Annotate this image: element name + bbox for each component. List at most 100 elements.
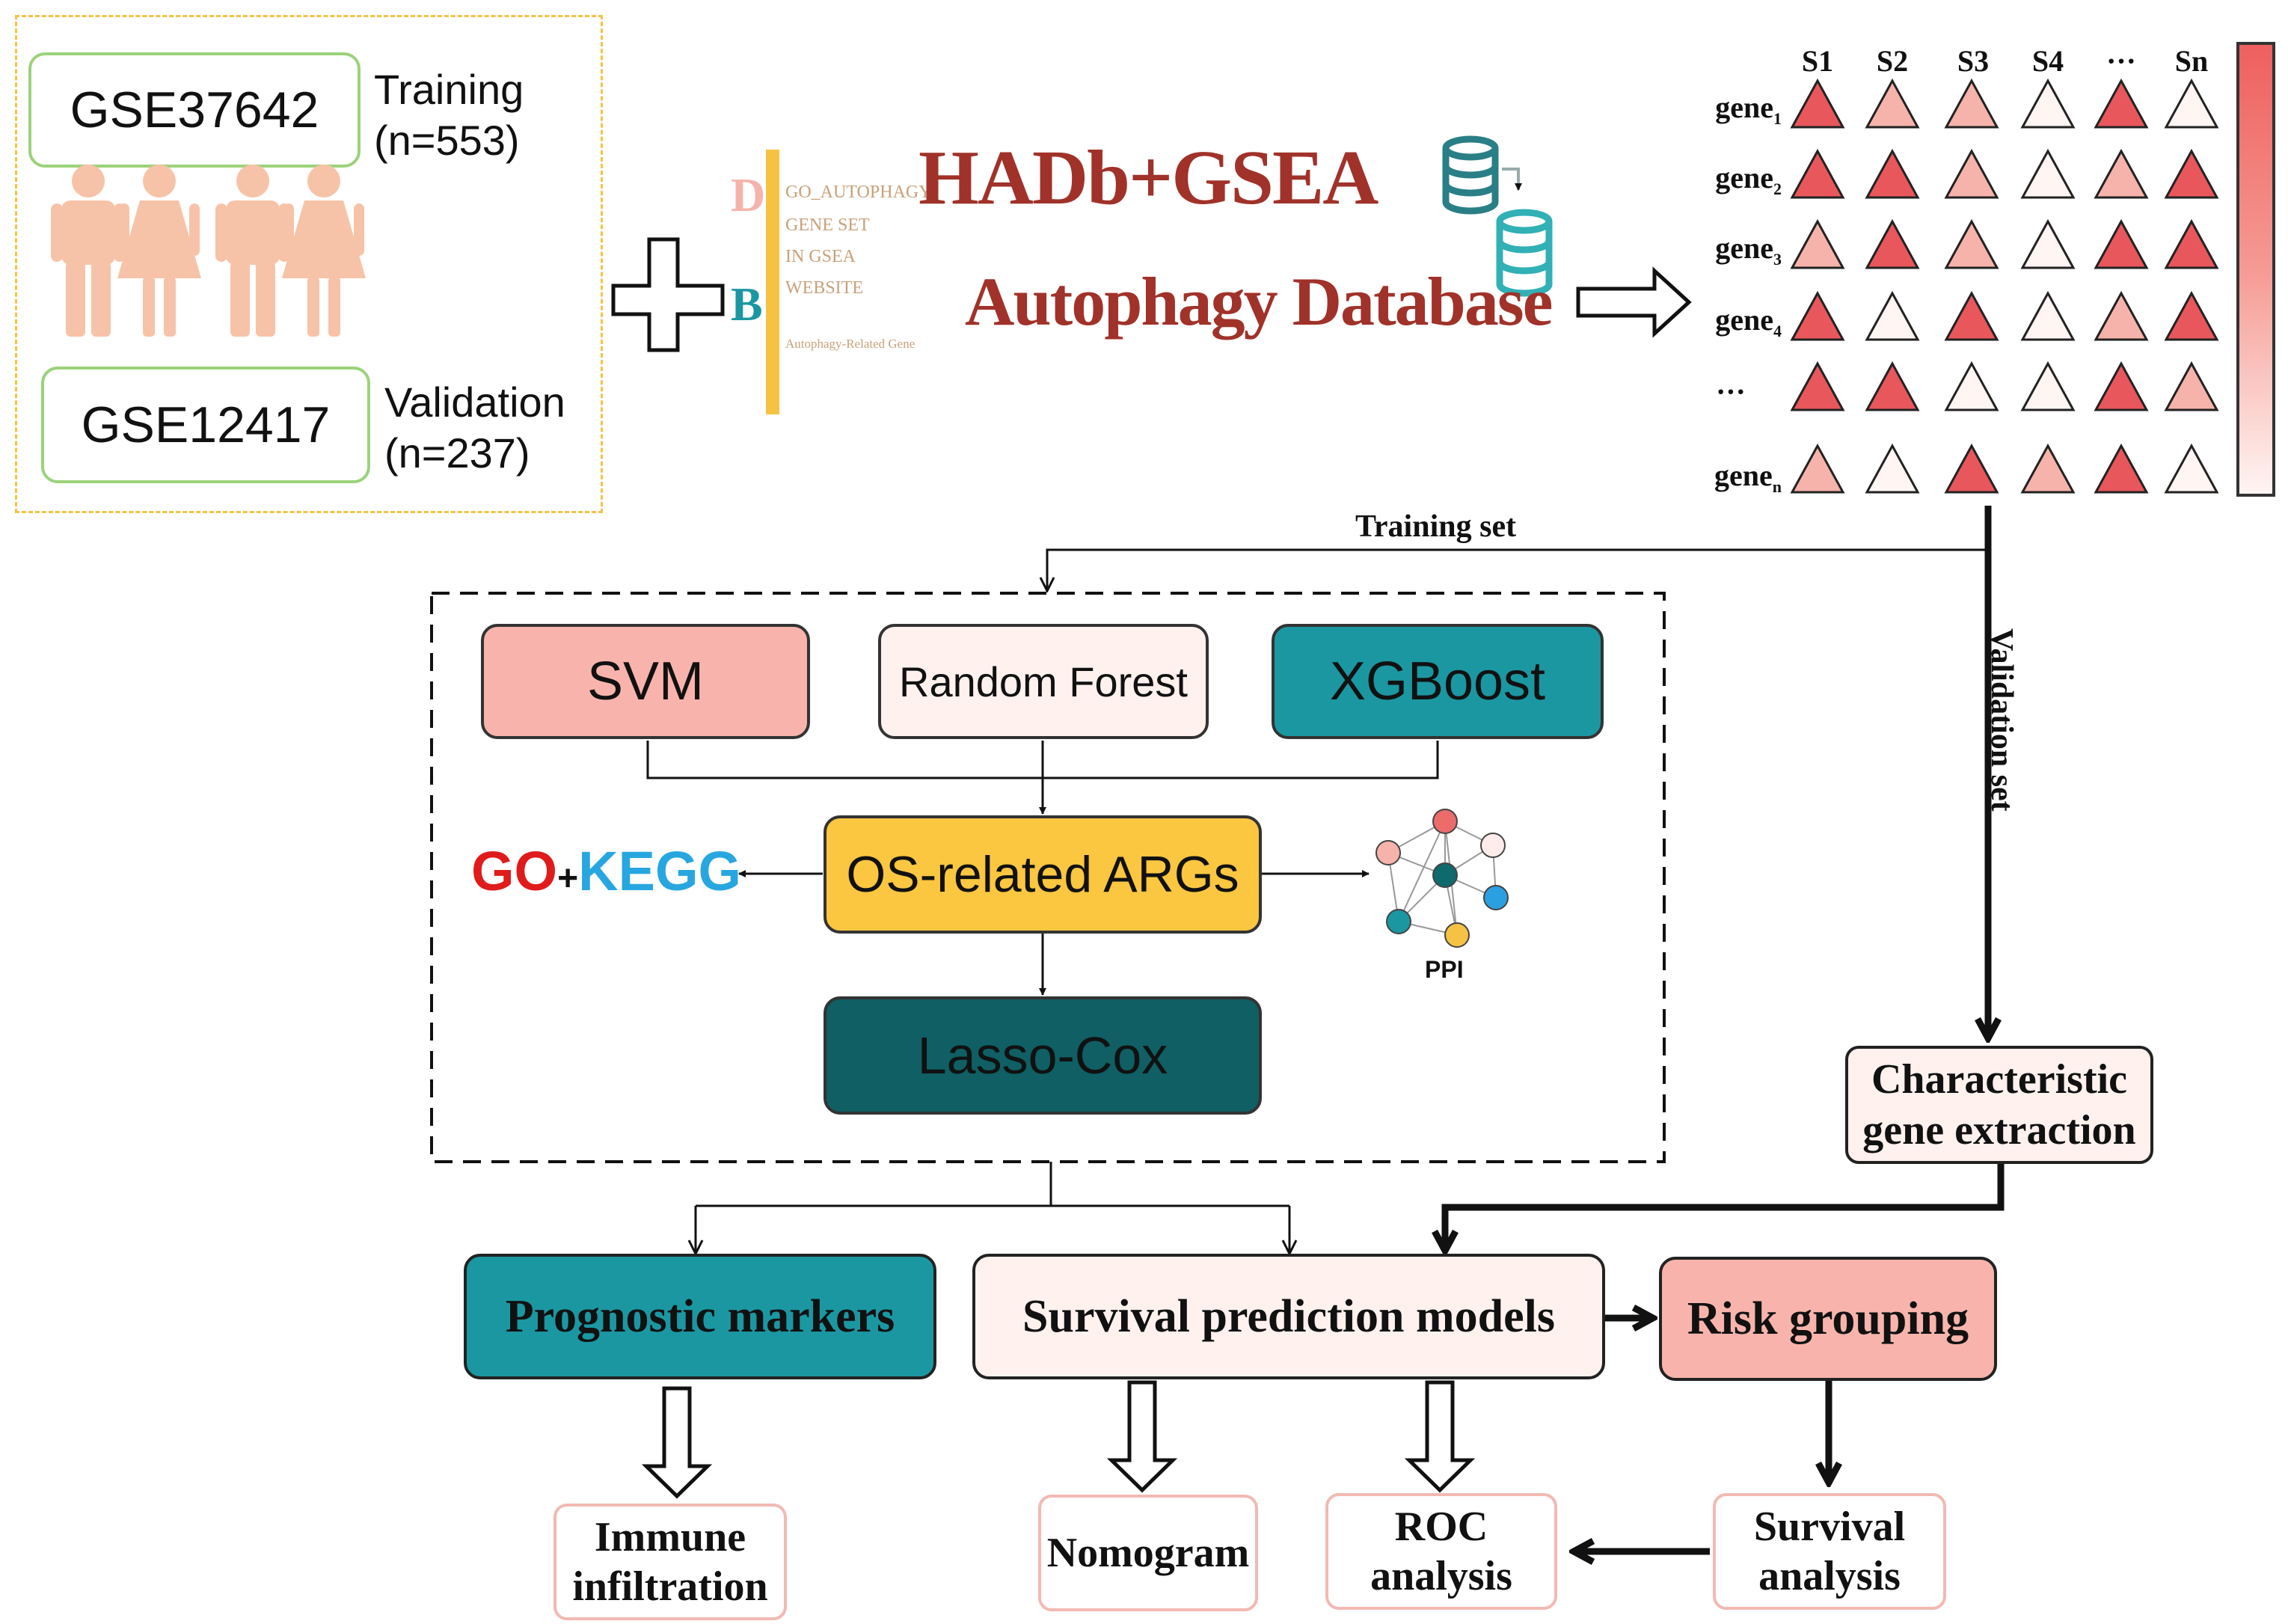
gene-label: gene4 <box>1715 303 1782 340</box>
plus-label: + <box>557 859 579 898</box>
heatmap-triangle <box>2164 361 2219 411</box>
survival-analysis-line-1: Survival <box>1753 1504 1906 1550</box>
heatmap-triangle <box>1865 148 1920 199</box>
survival-models-label: Survival prediction models <box>1022 1290 1555 1342</box>
heatmap-triangle <box>1944 78 1999 129</box>
model-panel <box>430 592 1666 1163</box>
validation-label: Validation (n=237) <box>384 377 565 479</box>
gene-label: ··· <box>1715 375 1746 408</box>
heatmap-triangle <box>2164 290 2219 341</box>
database-line-2: GENE SET <box>785 215 870 235</box>
plus-icon <box>611 237 725 352</box>
heatmap-triangle <box>2020 148 2076 199</box>
heatmap-triangle <box>2020 361 2076 411</box>
characteristic-line-1: Characteristic <box>1871 1056 2128 1103</box>
heatmap-grid <box>1790 78 2219 494</box>
nomogram-label: Nomogram <box>1046 1530 1250 1576</box>
training-count: (n=553) <box>374 117 520 164</box>
heatmap-triangle <box>1790 148 1845 199</box>
panel-split-line <box>696 1162 1289 1207</box>
go-label: GO <box>471 840 558 902</box>
random-forest-box: Random Forest <box>878 624 1209 739</box>
ppi-network-icon <box>1375 809 1509 948</box>
database-divider-bar <box>766 150 779 414</box>
heatmap-triangle <box>1944 218 1999 269</box>
gene-label: gene3 <box>1715 231 1782 269</box>
heatmap-triangle <box>1790 218 1845 269</box>
heatmap-triangle <box>2164 78 2219 129</box>
training-dataset-id: GSE37642 <box>70 82 319 138</box>
xgboost-box: XGBoost <box>1272 624 1604 739</box>
survival-analysis-line-2: analysis <box>1758 1553 1901 1599</box>
training-dataset-box: GSE37642 <box>28 52 361 168</box>
roc-line-2: analysis <box>1370 1553 1512 1599</box>
database-letter-d: D <box>731 168 766 221</box>
survival-analysis-box: Survival analysis <box>1713 1493 1946 1610</box>
heatmap-triangle <box>1944 148 1999 199</box>
validation-role: Validation <box>384 379 565 426</box>
heatmap-triangle <box>2164 443 2219 494</box>
heatmap-triangle <box>2094 218 2149 269</box>
heatmap-triangle <box>2020 290 2076 341</box>
heatmap-triangle <box>1865 443 1920 494</box>
heatmap-triangle <box>1944 443 1999 494</box>
hollow-arrow-right <box>1576 266 1692 338</box>
heatmap-triangle <box>2094 148 2149 199</box>
sample-label: S3 <box>1957 44 1990 78</box>
heatmap-triangle <box>1944 361 1999 411</box>
roc-analysis-box: ROC analysis <box>1325 1493 1557 1610</box>
database-letter-b: B <box>731 278 763 331</box>
dataset-panel <box>15 15 603 513</box>
sample-label: S1 <box>1801 44 1834 78</box>
ppi-label: PPI <box>1425 956 1464 983</box>
nomogram-box: Nomogram <box>1038 1495 1258 1611</box>
database-icon <box>1442 135 1553 297</box>
characteristic-line-2: gene extraction <box>1862 1107 2136 1153</box>
gene-label: gene1 <box>1715 91 1782 128</box>
gene-label: genen <box>1714 459 1782 496</box>
survival-models-box: Survival prediction models <box>972 1254 1605 1379</box>
database-subtitle: Autophagy-Related Gene <box>785 337 915 351</box>
database-line-3: IN GSEA <box>785 247 856 266</box>
heatmap-triangle <box>2020 218 2076 269</box>
immune-line-2: infiltration <box>572 1563 768 1610</box>
heatmap-triangle <box>2164 148 2219 199</box>
sample-label: ··· <box>2105 44 2137 78</box>
sample-label: S4 <box>2031 44 2064 78</box>
lasso-cox-box: Lasso-Cox <box>824 996 1262 1115</box>
training-label: Training (n=553) <box>374 64 524 166</box>
database-line-1: GO_AUTOPHAGY <box>785 183 932 202</box>
hollow-down-arrows <box>641 1380 1476 1499</box>
heatmap-triangle <box>1865 78 1920 129</box>
risk-grouping-box: Risk grouping <box>1659 1257 1997 1381</box>
lasso-cox-label: Lasso-Cox <box>917 1026 1168 1085</box>
heatmap-triangle <box>1865 361 1920 411</box>
risk-grouping-label: Risk grouping <box>1687 1293 1969 1344</box>
validation-dataset-box: GSE12417 <box>41 367 370 483</box>
go-kegg-label: GO+KEGG <box>471 839 741 903</box>
immune-line-1: Immune <box>594 1514 746 1560</box>
xgboost-label: XGBoost <box>1329 652 1546 711</box>
heatmap-triangle <box>1790 290 1845 341</box>
heatmap-colorbar <box>2236 42 2275 497</box>
training-set-connector <box>1047 548 1988 591</box>
heatmap-triangle <box>2094 443 2149 494</box>
validation-set-label: Validation set <box>1984 628 2019 812</box>
validation-dataset-id: GSE12417 <box>81 396 331 453</box>
random-forest-label: Random Forest <box>899 658 1188 705</box>
characteristic-box: Characteristic gene extraction <box>1845 1046 2153 1164</box>
heatmap-triangle <box>2094 361 2149 411</box>
heatmap-triangle <box>1944 290 1999 341</box>
heatmap-triangle <box>2020 78 2076 129</box>
sample-label: S2 <box>1876 44 1909 78</box>
os-related-args-label: OS-related ARGs <box>846 846 1239 903</box>
os-related-args-box: OS-related ARGs <box>824 815 1262 934</box>
heatmap-triangle <box>1790 361 1845 411</box>
prognostic-markers-label: Prognostic markers <box>505 1290 895 1342</box>
sample-label: Sn <box>2174 44 2209 78</box>
svm-label: SVM <box>586 652 705 711</box>
database-name: Autophagy Database <box>965 263 1553 340</box>
database-transfer-arrow <box>1502 168 1522 191</box>
characteristic-to-models-arrow <box>1445 1164 2005 1251</box>
